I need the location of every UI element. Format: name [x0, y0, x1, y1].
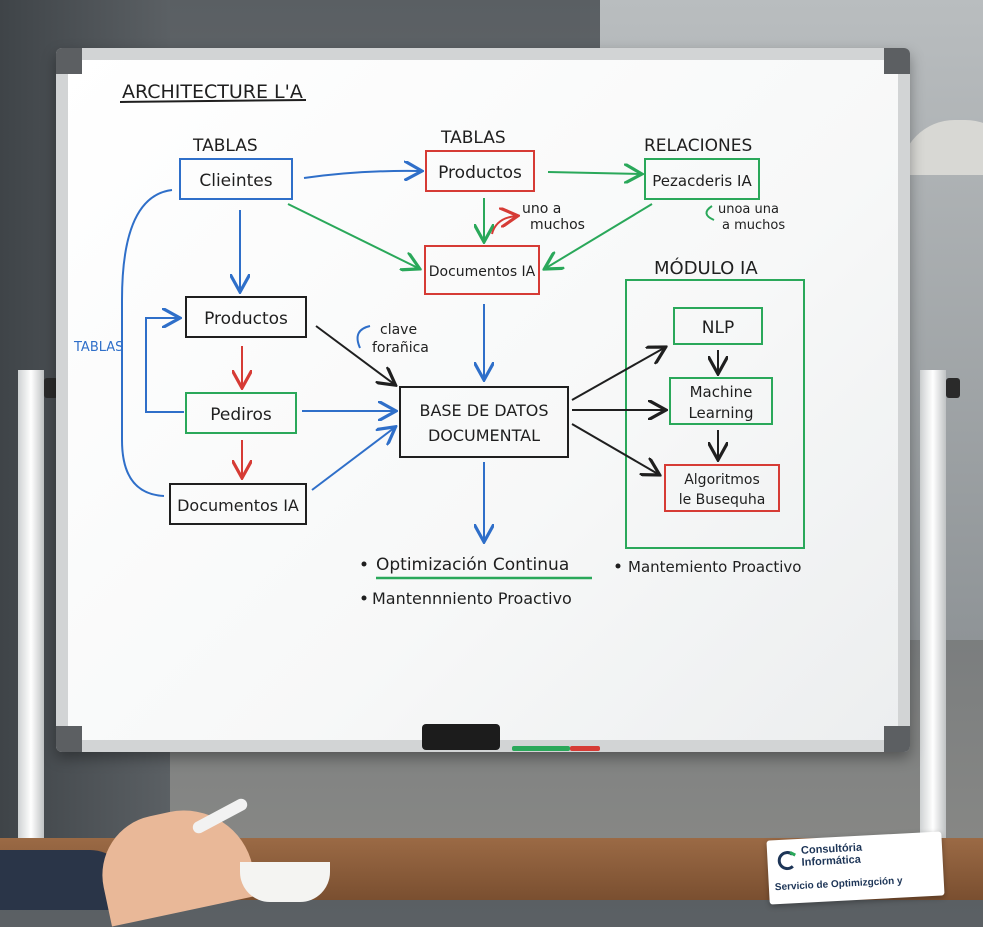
bullet-dot [615, 563, 621, 569]
stand-knob-left [44, 378, 58, 398]
diagram-title: ARCHITECTURE L'A [122, 81, 303, 103]
annotation-uno-a-2: muchos [530, 217, 585, 233]
node-algoritmos[interactable] [664, 464, 780, 512]
node-machine-learning[interactable] [669, 377, 773, 425]
tray-marker-red[interactable] [570, 746, 600, 751]
arrow-productos-left-base [315, 325, 394, 384]
node-base-datos-line1: BASE DE DATOS [419, 401, 548, 420]
stand-knob-right [946, 378, 960, 398]
architecture-diagram: ARCHITECTURE L'A TABLAS TABLAS RELACIONE… [73, 81, 805, 608]
hook-unoa-una [705, 205, 715, 221]
node-productos-left-label: Productos [204, 309, 288, 329]
bullet-dot [361, 561, 367, 567]
node-documentos-left[interactable] [169, 483, 307, 525]
arrow-uno-a-muchos [491, 216, 516, 235]
annotation-unoa-una-1: unoa una [718, 202, 779, 217]
annotation-uno-a-1: uno a [522, 201, 561, 217]
heading-tablas-left: TABLAS [192, 136, 258, 156]
node-alg-line1: Algoritmos [684, 472, 760, 488]
frame-corner [884, 726, 910, 752]
node-alg-line2: le Busequha [679, 492, 766, 508]
node-pediros[interactable] [185, 392, 297, 434]
coffee-cup [240, 862, 330, 902]
heading-tablas-side: TABLAS [73, 340, 123, 355]
node-clientes[interactable] [179, 158, 293, 200]
node-clientes-label: Clieintes [199, 171, 272, 191]
arrow-base-algoritmos [571, 423, 658, 474]
bullet-mantenimiento-2: Mantemiento Proactivo [628, 558, 801, 576]
brand-logo-icon [777, 851, 796, 871]
brand-name-line2: Informática [801, 853, 862, 869]
brand-tagline: Servicio de Optimizgción y [774, 875, 903, 894]
bullet-mantenimiento-1: Mantennniento Proactivo [372, 589, 572, 608]
node-productos-top-label: Productos [438, 163, 522, 183]
node-productos-top[interactable] [425, 150, 535, 192]
node-documentos-mid-label: Documentos IA [429, 264, 536, 280]
node-ml-line1: Machine [690, 383, 753, 401]
board-stand-right [920, 370, 946, 840]
node-ml-line2: Learning [688, 404, 753, 422]
node-base-datos-line2: DOCUMENTAL [428, 426, 540, 445]
annotation-clave-1: clave [380, 322, 417, 338]
heading-relaciones: RELACIONES [644, 136, 752, 156]
node-nlp-label: NLP [702, 318, 734, 338]
node-productos-left[interactable] [185, 296, 307, 338]
node-documentos-left-label: Documentos IA [177, 496, 299, 515]
node-nlp[interactable] [673, 307, 763, 345]
brand-name: Consultória Informática [801, 842, 863, 869]
heading-modulo-ia: MÓDULO IA [654, 257, 758, 279]
node-pezacderis-label: Pezacderis IA [652, 172, 752, 190]
arrow-pezacderis-documentos [546, 203, 653, 268]
arrow-clientes-productos [303, 171, 420, 178]
annotation-unoa-una-2: a muchos [722, 218, 785, 233]
tray-marker-green[interactable] [512, 746, 570, 751]
arrow-productos-pezacderis [547, 172, 640, 174]
node-pezacderis[interactable] [644, 158, 760, 200]
arrow-clientes-documentos [287, 203, 418, 268]
heading-tablas-mid: TABLAS [440, 128, 506, 148]
annotation-clave-2: forañica [372, 340, 429, 356]
board-stand-left [18, 370, 44, 840]
title-underline [119, 99, 307, 103]
arrow-documentos-left-base [311, 428, 394, 491]
frame-corner [56, 726, 82, 752]
bullet-dot [361, 595, 367, 601]
bracket-tablas-side [121, 189, 173, 497]
node-pediros-label: Pediros [210, 405, 272, 425]
bullet-optimizacion: Optimización Continua [376, 555, 569, 575]
arrow-base-nlp [571, 348, 664, 401]
frame-corner [56, 48, 82, 74]
bracket-productos-pediros [145, 317, 184, 413]
node-documentos-mid[interactable] [424, 245, 540, 295]
hook-clave-foranea [356, 325, 371, 349]
module-ia-container [625, 279, 805, 549]
node-base-datos[interactable] [399, 386, 569, 458]
board-eraser[interactable] [422, 724, 500, 750]
frame-corner [884, 48, 910, 74]
brand-card: Consultória Informática Servicio de Opti… [766, 831, 945, 905]
